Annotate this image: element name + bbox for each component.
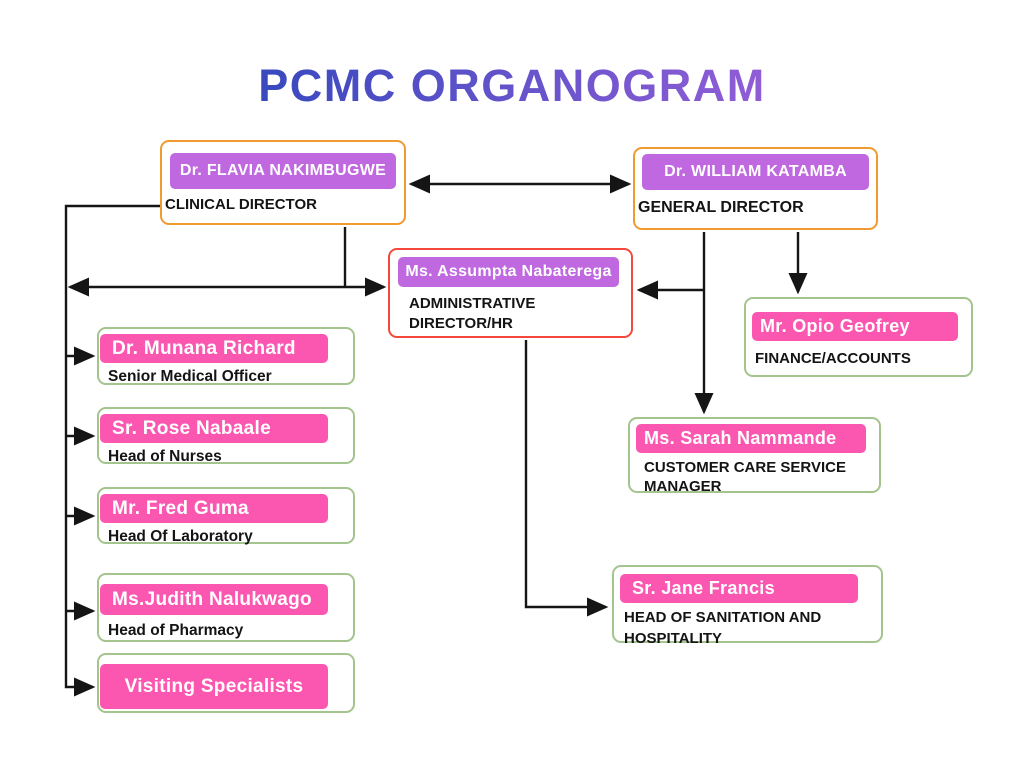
role-label: Head of Pharmacy [108, 622, 244, 639]
name-tag: Ms.Judith Nalukwago [100, 584, 328, 615]
org-node-visiting-specialists: Visiting Specialists [97, 653, 355, 713]
name-tag: Sr. Jane Francis [620, 574, 858, 603]
role-label: ADMINISTRATIVE DIRECTOR/HR [409, 295, 536, 332]
role-label: Senior Medical Officer [108, 368, 272, 385]
org-node-administrative-director: Ms. Assumpta Nabaterega ADMINISTRATIVE D… [388, 248, 633, 338]
name-tag: Dr. Munana Richard [100, 334, 328, 363]
role-label: FINANCE/ACCOUNTS [755, 350, 911, 367]
name-tag: Mr. Fred Guma [100, 494, 328, 523]
org-node-head-of-pharmacy: Ms.Judith Nalukwago Head of Pharmacy [97, 573, 355, 642]
role-label: GENERAL DIRECTOR [638, 199, 804, 216]
org-node-head-of-laboratory: Mr. Fred Guma Head Of Laboratory [97, 487, 355, 545]
name-tag: Dr. WILLIAM KATAMBA [642, 154, 869, 190]
role-label: CUSTOMER CARE SERVICE MANAGER [644, 459, 846, 495]
org-node-sanitation-hospitality: Sr. Jane Francis HEAD OF SANITATION AND … [612, 565, 883, 647]
role-label: Head Of Laboratory [108, 528, 253, 545]
name-tag: Dr. FLAVIA NAKIMBUGWE [170, 153, 396, 189]
org-node-senior-medical-officer: Dr. Munana Richard Senior Medical Office… [97, 327, 355, 385]
org-node-general-director: Dr. WILLIAM KATAMBA GENERAL DIRECTOR [633, 147, 878, 230]
name-tag: Ms. Sarah Nammande [636, 424, 866, 453]
name-tag: Visiting Specialists [100, 664, 328, 709]
page-title: PCMC ORGANOGRAM [0, 60, 1024, 112]
role-label: HEAD OF SANITATION AND HOSPITALITY [624, 609, 822, 647]
org-node-head-of-nurses: Sr. Rose Nabaale Head of Nurses [97, 407, 355, 465]
role-label: Head of Nurses [108, 448, 222, 465]
name-tag: Sr. Rose Nabaale [100, 414, 328, 443]
connector-admin-sanitation [524, 340, 609, 617]
org-node-clinical-director: Dr. FLAVIA NAKIMBUGWE CLINICAL DIRECTOR [160, 140, 406, 225]
org-node-customer-care-manager: Ms. Sarah Nammande CUSTOMER CARE SERVICE… [628, 417, 881, 495]
name-tag: Mr. Opio Geofrey [752, 312, 958, 341]
name-tag: Ms. Assumpta Nabaterega [398, 257, 619, 287]
role-label: CLINICAL DIRECTOR [165, 196, 317, 213]
org-node-finance-accounts: Mr. Opio Geofrey FINANCE/ACCOUNTS [744, 297, 973, 377]
